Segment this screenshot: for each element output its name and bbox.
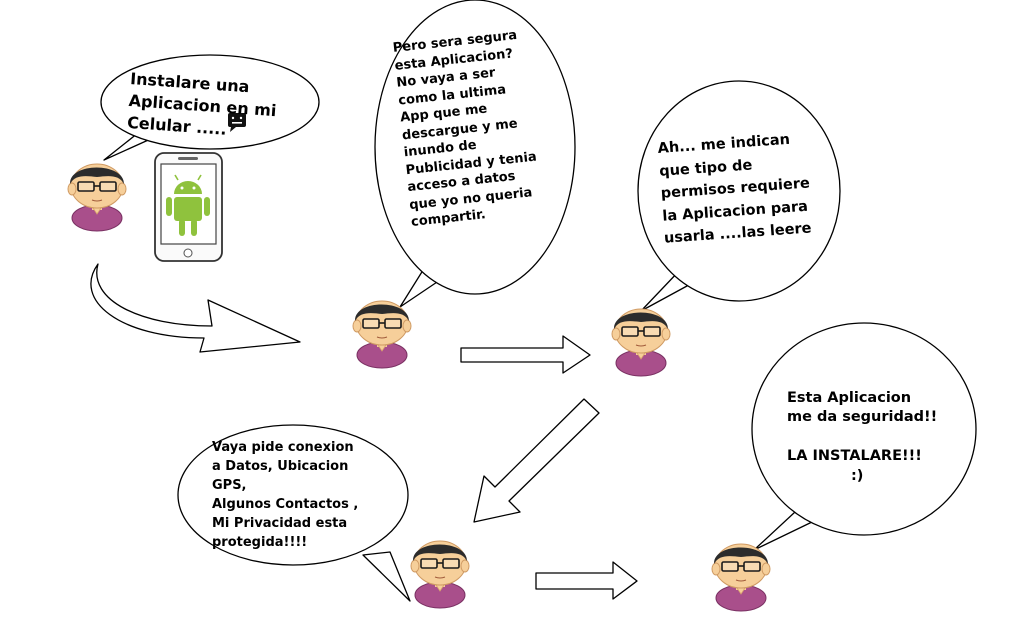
diagonal-arrow-icon <box>473 398 600 523</box>
person-3-avatar-icon <box>611 308 671 377</box>
curved-arrow-icon <box>90 263 301 353</box>
speech-bubble-4 <box>177 424 411 602</box>
person-1-avatar-icon <box>67 163 127 232</box>
bubble-4-text: Vaya pide conexion a Datos, Ubicacion GP… <box>212 440 359 550</box>
speech-bubble-1 <box>100 54 320 161</box>
speech-bubble-5 <box>751 322 977 551</box>
bubble-5-smile: :) <box>851 467 864 484</box>
speech-bubble-2 <box>374 0 576 308</box>
right-arrow-icon <box>460 335 591 374</box>
chat-message-icon <box>228 113 246 132</box>
person-5-avatar-icon <box>711 543 771 612</box>
bubble-1-text: Instalare una Aplicacion en mi Celular .… <box>126 68 278 139</box>
bubble-5-text: Esta Aplicacion me da seguridad!! LA INS… <box>787 389 938 465</box>
right-arrow-icon-2 <box>535 561 638 600</box>
person-2-avatar-icon <box>352 300 412 369</box>
android-robot-icon <box>166 174 210 236</box>
bubble-3-text: Ah... me indican que tipo de permisos re… <box>657 131 813 247</box>
bubble-2-text: Pero sera segura esta Aplicacion? No vay… <box>392 27 538 230</box>
speech-bubble-3 <box>637 80 841 312</box>
bubble-5-text-block: Esta Aplicacion me da seguridad!! LA INS… <box>787 369 967 506</box>
person-4-avatar-icon <box>410 540 470 609</box>
